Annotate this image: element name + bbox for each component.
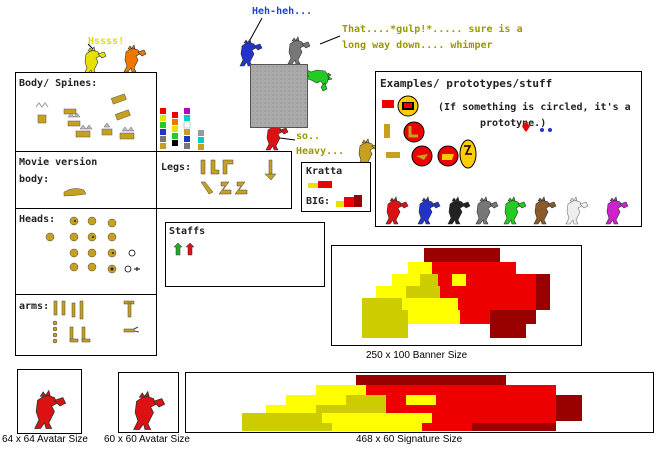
panel-arms-title: arms:	[19, 301, 50, 312]
panel-examples: Examples/ prototypes/stuff (If something…	[375, 71, 642, 227]
staff-parts-icon	[173, 242, 195, 256]
banner-kratta-art	[362, 248, 550, 338]
stone-block	[250, 64, 308, 128]
signature-kratta-art	[242, 375, 582, 431]
panel-movie-title-2: body:	[19, 174, 50, 185]
panel-kratta-title: Kratta	[306, 166, 343, 177]
speech-heavy-1: so..	[296, 131, 321, 142]
banner-caption: 250 x 100 Banner Size	[366, 350, 468, 361]
speech-hehheh: Heh-heh...	[252, 6, 313, 17]
panel-body-spines-title: Body/ Spines:	[19, 78, 98, 89]
dino-example-brown	[533, 196, 557, 225]
spine-parts-icon	[35, 93, 135, 140]
dino-example-grey	[475, 196, 499, 225]
dino-avatar60	[133, 390, 166, 431]
speech-gulp-1: That....*gulp!*..... sure is a	[342, 24, 523, 35]
dino-avatar64	[34, 389, 67, 430]
panel-examples-title: Examples/ prototypes/stuff	[380, 77, 553, 90]
panel-body-spines: Body/ Spines:	[15, 72, 157, 152]
panel-kratta: Kratta BIG:	[301, 162, 371, 212]
panel-legs: Legs:	[156, 151, 292, 209]
dino-example-black	[447, 196, 471, 225]
avatar64-caption: 64 x 64 Avatar Size	[2, 434, 88, 445]
kratta-big-icon	[336, 195, 362, 207]
dino-example-blue	[417, 196, 441, 225]
panel-movie-body: Movie version body:	[15, 151, 157, 209]
signature-box	[185, 372, 654, 433]
panel-heads: Heads:	[15, 208, 157, 295]
panel-kratta-big: BIG:	[306, 196, 331, 207]
panel-movie-title-1: Movie version	[19, 157, 98, 168]
dino-example-green	[503, 196, 527, 225]
prototype-examples-icon	[382, 95, 552, 169]
speech-heavy-2: Heavy...	[296, 146, 345, 157]
speech-hssss: Hssss!	[88, 36, 125, 47]
banner-box	[331, 245, 582, 346]
dino-example-magenta	[605, 196, 629, 225]
panel-staffs-title: Staffs	[169, 226, 206, 237]
dino-example-red	[385, 196, 409, 225]
panel-examples-note-2: prototype.)	[480, 118, 547, 129]
panel-heads-title: Heads:	[19, 214, 56, 225]
speech-gulp-2: long way down.... whimper	[342, 40, 493, 51]
movie-body-icon	[63, 188, 87, 197]
leg-parts-icon	[200, 159, 277, 195]
avatar60-caption: 60 x 60 Avatar Size	[104, 434, 190, 445]
kratta-small-icon	[308, 181, 332, 188]
dino-red-carrying	[265, 122, 289, 151]
dino-orange-top	[123, 44, 147, 73]
dino-example-white	[565, 196, 589, 225]
signature-caption: 468 x 60 Signature Size	[356, 434, 463, 445]
panel-legs-title: Legs:	[161, 162, 192, 173]
dino-grey-top	[287, 36, 311, 65]
panel-examples-note-1: (If something is circled, it's a	[438, 102, 631, 113]
head-parts-icon	[45, 216, 140, 274]
arm-parts-icon	[52, 300, 140, 344]
avatar64-box	[17, 369, 82, 434]
panel-staffs: Staffs	[165, 222, 325, 287]
panel-arms: arms:	[15, 294, 157, 356]
avatar60-box	[118, 372, 179, 433]
color-swatches	[160, 108, 204, 150]
